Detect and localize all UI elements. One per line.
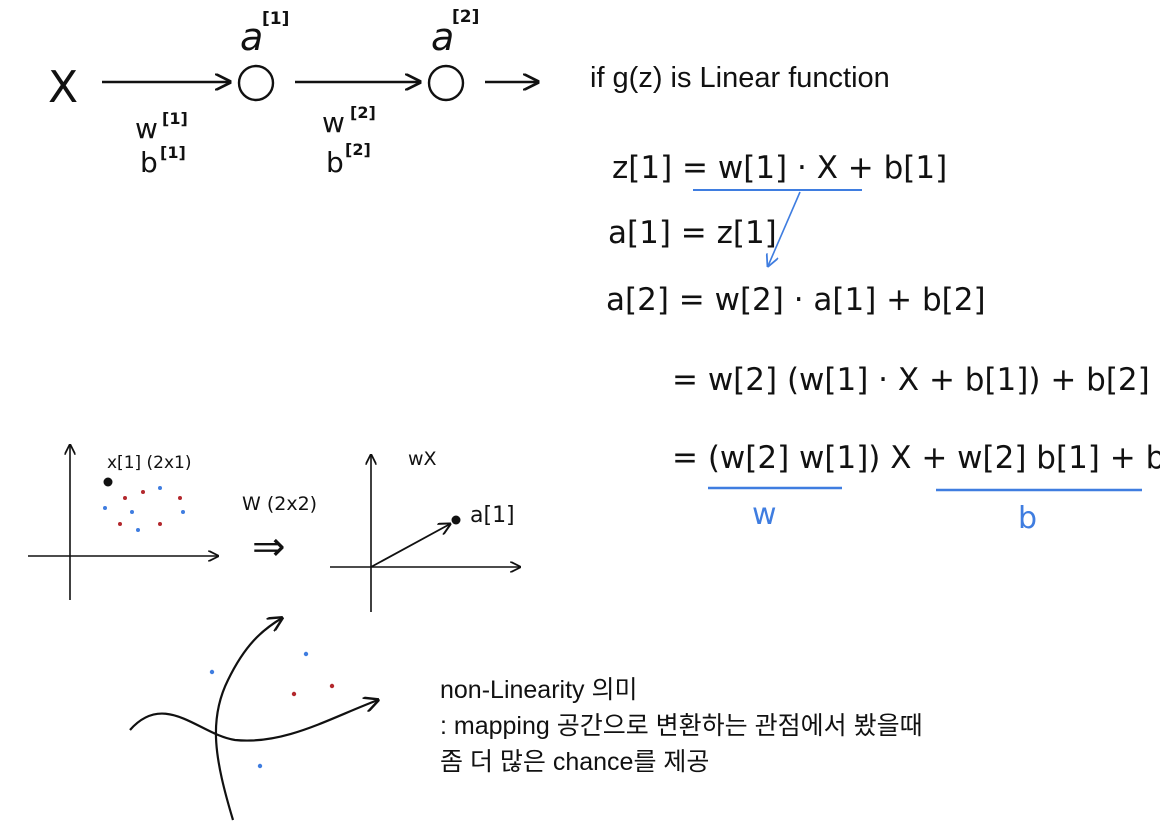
curved-axis-2 (129, 700, 378, 742)
equation-5: = (w[2] w[1]) X + w[2] b[1] + b[2] (672, 440, 1160, 476)
w2-label: w (322, 106, 345, 139)
output-node-label: a (431, 15, 454, 59)
scatter-point (118, 522, 122, 526)
hidden-node (237, 64, 275, 102)
linear-condition-heading: if g(z) is Linear function (590, 62, 890, 94)
note-line-1: non-Linearity 의미 (440, 676, 638, 704)
linear-transform-sketch: x[1] (2x1) W (2x2) ⇒ wX a[1] (28, 445, 520, 612)
note-line-3: 좀 더 많은 chance를 제공 (440, 748, 710, 776)
input-point-label: x[1] (2x1) (107, 453, 192, 473)
substitution-arrow (768, 191, 801, 266)
nonlinear-sketch (129, 618, 378, 821)
w1-label: w (135, 112, 158, 145)
equation-2: a[1] = z[1] (608, 215, 777, 251)
scatter-point (158, 522, 162, 526)
implies-arrow: ⇒ (252, 524, 286, 570)
network-diagram: X a [1] a [2] w [1] b [1] w [2] b [2] (48, 7, 538, 179)
input-scatter (103, 486, 185, 532)
input-x-label: X (48, 62, 78, 113)
input-point (103, 477, 113, 487)
scatter-point (130, 510, 134, 514)
scatter-point (136, 528, 140, 532)
scatter-point (257, 763, 263, 769)
b1-sup: [1] (160, 143, 186, 162)
hidden-node-sup: [1] (262, 9, 289, 29)
scatter-point (291, 691, 297, 697)
output-node-sup: [2] (452, 7, 479, 27)
scatter-point (141, 490, 145, 494)
scatter-point (103, 506, 107, 510)
note-line-2: : mapping 공간으로 변환하는 관점에서 봤을때 (440, 712, 923, 740)
scatter-point (181, 510, 185, 514)
b2-label: b (326, 146, 344, 179)
equation-4: = w[2] (w[1] · X + b[1]) + b[2] (672, 362, 1150, 398)
scatter-point (329, 683, 335, 689)
curved-axis-1 (214, 618, 282, 821)
w-group-label: w (752, 497, 777, 532)
equation-1: z[1] = w[1] · X + b[1] (612, 150, 947, 186)
hidden-node-label: a (240, 15, 263, 59)
w1-sup: [1] (162, 109, 188, 128)
scatter-point (158, 486, 162, 490)
scatter-point (303, 651, 309, 657)
linear-derivation: z[1] = w[1] · X + b[1] a[1] = z[1] a[2] … (606, 150, 1160, 536)
transform-label: W (2x2) (242, 493, 317, 515)
output-point-label: a[1] (470, 503, 515, 528)
equation-3: a[2] = w[2] · a[1] + b[2] (606, 282, 986, 318)
b-group-label: b (1018, 501, 1037, 536)
nonlinearity-note: non-Linearity 의미 : mapping 공간으로 변환하는 관점에… (440, 672, 923, 780)
b1-label: b (140, 146, 158, 179)
output-vector (370, 524, 450, 568)
scatter-point (123, 496, 127, 500)
scatter-point (209, 669, 215, 675)
output-point (451, 515, 461, 525)
scatter-point (178, 496, 182, 500)
output-axis-label: wX (408, 448, 437, 470)
b2-sup: [2] (345, 140, 371, 159)
w2-sup: [2] (350, 103, 376, 122)
output-node (427, 64, 465, 102)
